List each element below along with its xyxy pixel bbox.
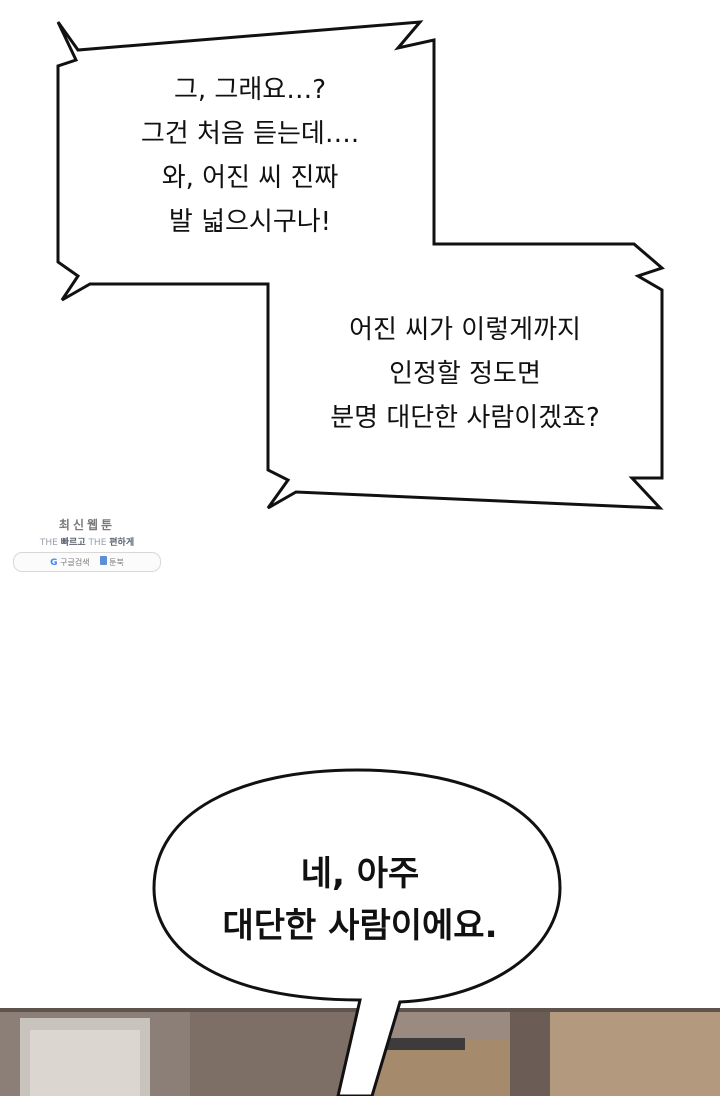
- brand-label: 툰북: [109, 558, 124, 567]
- bubble-1-shape: [56, 20, 665, 510]
- bubble-2-text: 어진 씨가 이렇게까지 인정할 정도면 분명 대단한 사람이겠죠?: [270, 308, 660, 440]
- watermark-title: 최신웹툰: [58, 518, 116, 532]
- book-icon: [99, 556, 107, 565]
- watermark-search-pill: G 구글검색 툰북: [13, 552, 161, 572]
- bubble-3-line: 네, 아주: [300, 854, 420, 894]
- watermark: 최신웹툰 THE 빠르고 THE 편하게 G 구글검색 툰북: [12, 516, 162, 572]
- google-search: G 구글검색: [50, 557, 89, 568]
- bubble-3-shape: [152, 768, 562, 1096]
- bubble-2-line: 어진 씨가 이렇게까지: [349, 315, 581, 345]
- bubble-1-line: 와, 어진 씨 진짜: [161, 163, 339, 193]
- search-label: 구글검색: [60, 557, 90, 567]
- tagline-word-1: 빠르고: [60, 538, 86, 548]
- bubble-1-line: 그건 처음 듣는데….: [140, 119, 360, 149]
- google-icon: G: [50, 557, 58, 568]
- tagline-word-2: 편하게: [109, 538, 135, 548]
- cabinet: [190, 1010, 360, 1096]
- window-glass: [30, 1030, 140, 1096]
- bubble-1-line: 그, 그래요…?: [173, 75, 326, 105]
- pillar: [510, 1010, 550, 1096]
- bubble-3-text: 네, 아주 대단한 사람이에요.: [160, 848, 560, 952]
- tagline-the-2: THE: [88, 538, 107, 548]
- watermark-tagline: THE 빠르고 THE 편하게: [12, 535, 162, 548]
- brand: 툰북: [99, 556, 124, 568]
- bubble-2-line: 분명 대단한 사람이겠죠?: [330, 403, 600, 433]
- bubble-2-line: 인정할 정도면: [389, 359, 541, 389]
- bubble-3-line: 대단한 사람이에요.: [222, 906, 498, 946]
- bubble-1-line: 발 넓으시구나!: [168, 207, 332, 237]
- tagline-the-1: THE: [39, 538, 58, 548]
- bubble-1-text: 그, 그래요…? 그건 처음 듣는데…. 와, 어진 씨 진짜 발 넓으시구나!: [60, 68, 440, 244]
- floor-right: [550, 1010, 720, 1096]
- laptop: [385, 1038, 465, 1050]
